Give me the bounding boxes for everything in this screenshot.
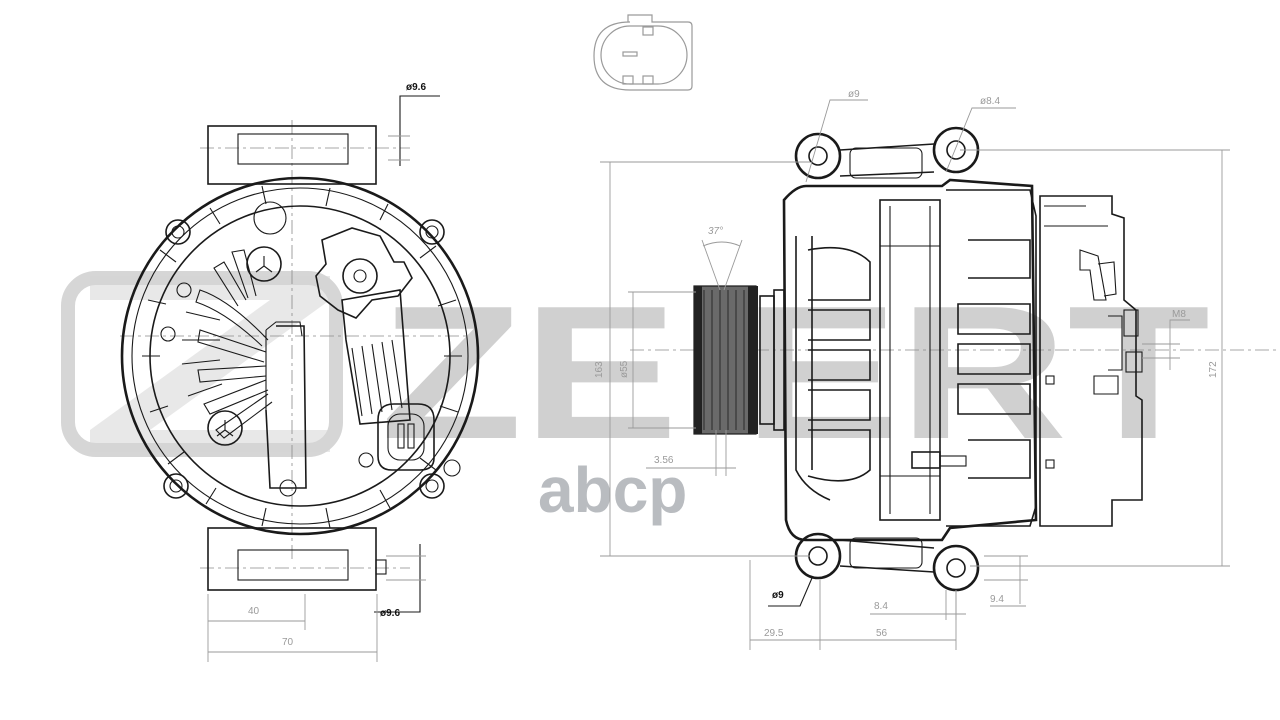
bolt-bottom-right bbox=[419, 473, 445, 499]
dim-groove-pitch: 3.56 bbox=[654, 455, 674, 466]
regulator-plate-left bbox=[265, 325, 307, 489]
front-housing bbox=[782, 178, 1038, 542]
rear-cover-details bbox=[1044, 205, 1143, 395]
top-mounting-lug bbox=[207, 125, 377, 185]
boss-top bbox=[253, 201, 287, 235]
side-view-dimensions: ø9 ø8.4 37° 163 ø55 3.56 ø9 8.4 bbox=[594, 89, 1230, 650]
small-hole bbox=[160, 326, 176, 342]
dim-hole-top-left: ø9 bbox=[848, 89, 860, 100]
connector-pin bbox=[397, 423, 405, 449]
dim-height-172: 172 bbox=[1208, 361, 1219, 378]
terminal-cog bbox=[315, 227, 413, 319]
watermark-brand-text: ZE ERT bbox=[380, 267, 1210, 479]
rear-cover bbox=[1039, 195, 1143, 527]
side-bolt bbox=[1045, 375, 1055, 385]
bolt-top-right bbox=[419, 219, 445, 245]
connector-pin bbox=[407, 423, 415, 449]
bolt-bottom-left bbox=[163, 473, 189, 499]
dim-top-hole: ø9.6 bbox=[406, 82, 426, 93]
alternator-side-view bbox=[630, 126, 1280, 592]
dim-width-40: 40 bbox=[248, 606, 260, 617]
dim-length-29-5: 29.5 bbox=[764, 628, 784, 639]
angle-arc bbox=[702, 241, 741, 247]
bottom-lug-tab bbox=[375, 559, 387, 575]
connector-detail-view bbox=[593, 14, 693, 91]
bolt-extra bbox=[443, 459, 461, 477]
dim-offset-8-4: 8.4 bbox=[874, 601, 888, 612]
watermark: ZE ERT abcp bbox=[61, 267, 1210, 526]
dim-width-70: 70 bbox=[282, 637, 294, 648]
dim-groove-angle: 37° bbox=[708, 226, 723, 237]
leader-hole-top-left bbox=[805, 99, 868, 183]
dim-bottom-hole: ø9.6 bbox=[380, 608, 400, 619]
dim-hole-bottom-left: ø9 bbox=[772, 590, 784, 601]
small-hole bbox=[176, 282, 192, 298]
dim-hole-top-right: ø8.4 bbox=[980, 96, 1000, 107]
mount-ear-bottom-right bbox=[932, 544, 980, 592]
stator-section bbox=[879, 199, 941, 521]
dim-pulley-diameter: ø55 bbox=[619, 360, 630, 378]
leader-hole-bottom-left bbox=[768, 577, 813, 607]
connector-pin-bottom-right bbox=[642, 75, 654, 85]
rear-housing bbox=[946, 189, 1037, 527]
leader-top-hole bbox=[399, 95, 440, 166]
regulator-heatsink bbox=[341, 289, 411, 425]
rear-vent-slots bbox=[957, 239, 1031, 479]
housing-outer bbox=[120, 176, 480, 536]
bolt-top-left bbox=[165, 219, 191, 245]
pulley-body bbox=[693, 285, 757, 435]
pulley bbox=[693, 285, 785, 435]
dim-length-56: 56 bbox=[876, 628, 888, 639]
leader-bottom-hole bbox=[374, 544, 421, 613]
pulley-flange-left bbox=[694, 286, 702, 434]
dim-thread: M8 bbox=[1172, 309, 1186, 320]
watermark-z-glyph bbox=[90, 276, 330, 452]
leader-thread bbox=[1169, 319, 1190, 370]
pulley-flange-right bbox=[748, 286, 758, 434]
b-plus-terminal bbox=[342, 258, 378, 294]
screw-head-top bbox=[246, 246, 282, 282]
screw-head-bottom bbox=[207, 410, 243, 446]
stator-lines bbox=[880, 206, 940, 514]
leader-hole-top-right bbox=[945, 107, 1016, 173]
pulley-grooves bbox=[703, 290, 745, 430]
dim-offset-9-4: 9.4 bbox=[990, 594, 1004, 605]
housing-ring bbox=[131, 187, 469, 525]
mount-ear-top-left bbox=[794, 132, 842, 180]
heatsink-fins bbox=[351, 339, 403, 417]
alternator-rear-view bbox=[120, 120, 480, 591]
connector-outline bbox=[593, 14, 693, 91]
rectifier-fins bbox=[181, 249, 303, 439]
bottom-mounting-lug bbox=[207, 527, 377, 591]
housing-bolts bbox=[163, 219, 461, 499]
rear-view-dimensions: ø9.6 ø9.6 40 70 bbox=[207, 82, 440, 662]
watermark-abcp-logo: abcp bbox=[538, 454, 687, 526]
bottom-lug-bore bbox=[237, 549, 349, 581]
connector-pin-top bbox=[642, 26, 654, 36]
connector-pin-bottom-left bbox=[622, 75, 634, 85]
dim-height-163: 163 bbox=[594, 361, 605, 378]
top-lug-bore bbox=[237, 133, 349, 165]
rim-segments bbox=[142, 185, 462, 529]
connector-key bbox=[622, 51, 638, 57]
front-vent-ribs bbox=[795, 236, 871, 501]
housing-connector bbox=[377, 403, 435, 471]
